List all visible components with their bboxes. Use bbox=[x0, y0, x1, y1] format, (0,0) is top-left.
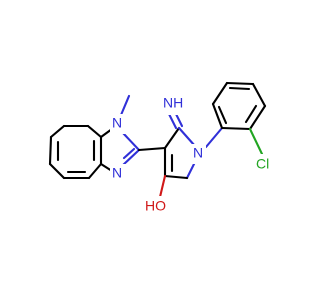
methyl-nitrogen-label: N bbox=[112, 115, 122, 131]
molecular-structure-diagram: NH N N N HO Cl bbox=[48, 81, 278, 218]
chlorine-label: Cl bbox=[256, 156, 269, 172]
bond bbox=[220, 126, 252, 131]
double-bond-inner bbox=[217, 105, 228, 125]
bond bbox=[204, 126, 224, 149]
imine-label-mask bbox=[162, 93, 194, 115]
bond bbox=[177, 126, 197, 148]
hydroxyl-label-mask bbox=[144, 196, 176, 218]
methyl-nitrogen-label-mask bbox=[110, 114, 126, 134]
hydroxyl-bond bbox=[158, 174, 167, 199]
bond bbox=[49, 124, 66, 139]
bond bbox=[163, 174, 189, 180]
bond bbox=[163, 126, 181, 150]
bond bbox=[251, 82, 267, 108]
hydroxyl-label: HO bbox=[145, 198, 166, 214]
bond bbox=[48, 135, 53, 166]
bond bbox=[48, 162, 66, 180]
bond bbox=[225, 81, 255, 86]
methyl-bond bbox=[119, 94, 131, 117]
double-bond-inner bbox=[228, 86, 251, 91]
structure-canvas: NH N N N HO Cl bbox=[48, 81, 278, 218]
bond bbox=[211, 102, 224, 130]
bond bbox=[86, 124, 103, 139]
chlorine-bond bbox=[248, 127, 264, 156]
double-bond-inner bbox=[244, 104, 258, 124]
bond bbox=[121, 148, 141, 167]
bond bbox=[87, 162, 103, 180]
imidazole-nitrogen-label: N bbox=[112, 165, 122, 181]
bond bbox=[121, 131, 141, 152]
imine-label: NH bbox=[163, 95, 183, 111]
ring-nitrogen-label-mask bbox=[190, 144, 206, 164]
double-bond-inner bbox=[122, 147, 136, 160]
ring-nitrogen-label: N bbox=[193, 145, 203, 161]
imidazole-nitrogen-label-mask bbox=[110, 164, 126, 184]
bond bbox=[248, 104, 267, 131]
chlorine-label-mask bbox=[254, 154, 278, 176]
bond bbox=[185, 160, 197, 180]
bond bbox=[137, 146, 167, 152]
bond bbox=[211, 81, 229, 106]
